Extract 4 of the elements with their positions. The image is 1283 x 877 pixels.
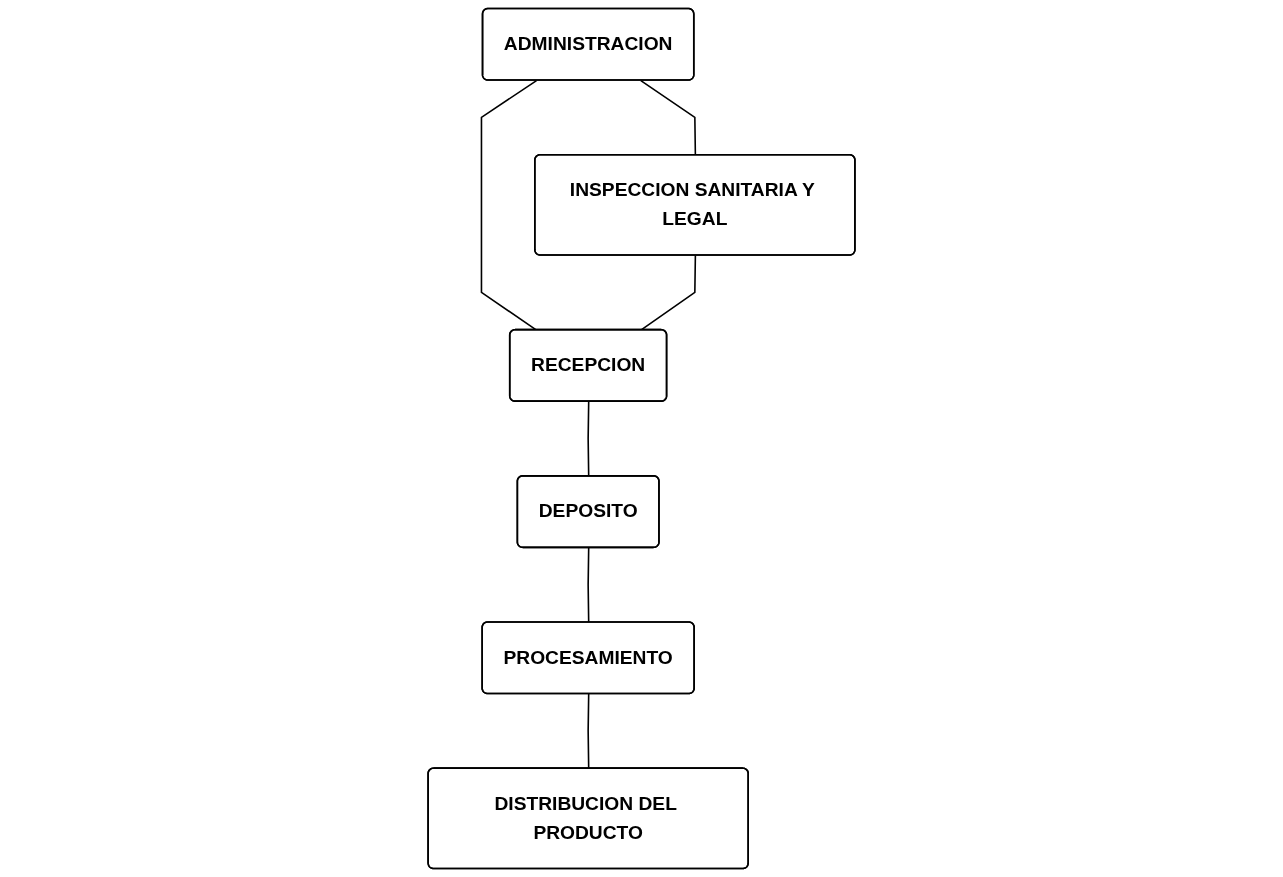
- connector: [587, 693, 590, 770]
- connector: [480, 79, 538, 331]
- connector: [640, 254, 697, 331]
- connector: [587, 547, 590, 624]
